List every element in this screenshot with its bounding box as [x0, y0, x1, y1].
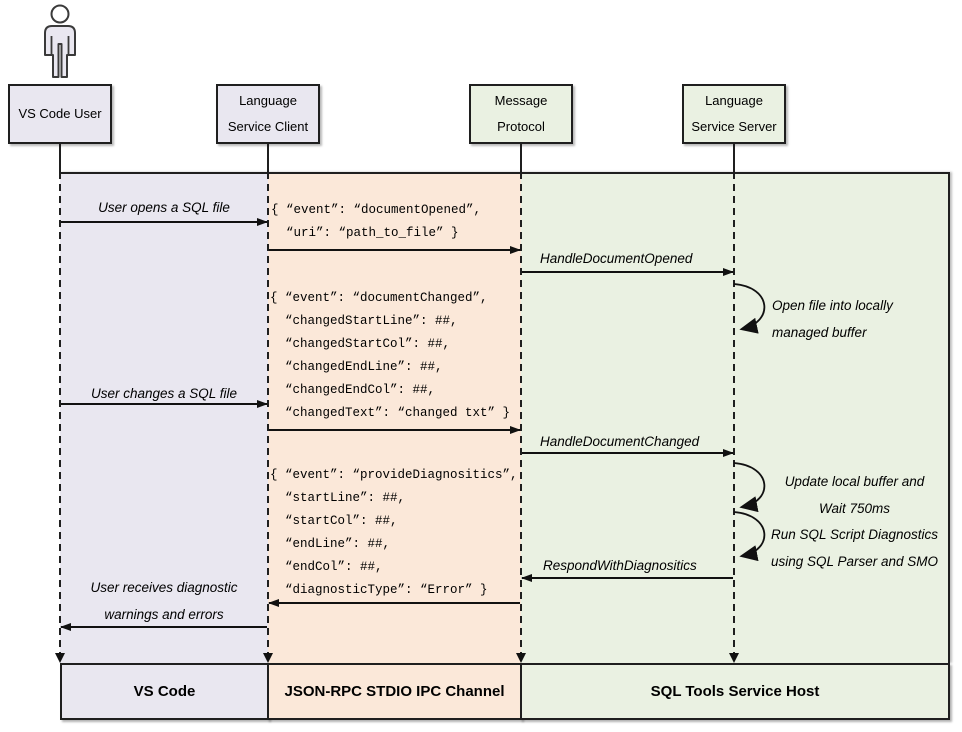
arrow-user-changes-file: [61, 400, 268, 408]
label-user-receives-diagnostics: User receives diagnostic warnings and er…: [70, 574, 258, 628]
arrow-down-protocol-icon: [516, 653, 526, 663]
arrow-down-server-icon: [729, 653, 739, 663]
connector-user: [59, 144, 61, 172]
lane-ipc-channel: [268, 174, 521, 663]
person-icon: [44, 4, 76, 78]
label-update-buffer-note: Update local buffer and Wait 750ms: [762, 468, 947, 522]
json-message-provide-diagnostics: { “event”: “provideDiagnositics”, “start…: [270, 464, 518, 602]
json-line: { “event”: “provideDiagnositics”,: [270, 468, 518, 482]
json-line: “endLine”: ##,: [285, 537, 391, 551]
arrowhead-icon: [268, 599, 279, 607]
json-line: “startCol”: ##,: [285, 514, 398, 528]
note-line: Wait 750ms: [818, 501, 891, 516]
json-line: “uri”: “path_to_file” }: [286, 226, 459, 240]
header-box-vscode-user: VS Code User: [8, 84, 112, 144]
note-line: using SQL Parser and SMO: [770, 554, 939, 569]
arrowhead-icon: [257, 400, 268, 408]
json-line: “changedEndCol”: ##,: [285, 383, 436, 397]
json-line: “changedText”: “changed txt” }: [285, 406, 511, 420]
note-line: Update local buffer and: [784, 474, 925, 489]
header-label: VS Code User: [18, 106, 102, 121]
json-line: { “event”: “documentOpened”,: [271, 203, 482, 217]
json-line: “diagnosticType”: “Error” }: [285, 583, 488, 597]
note-line: warnings and errors: [104, 607, 224, 622]
connector-server: [733, 144, 735, 172]
lifeline-server: [733, 172, 735, 654]
note-line: Open file into locally: [772, 298, 893, 313]
label-run-diagnostics-note: Run SQL Script Diagnostics using SQL Par…: [762, 521, 947, 575]
json-message-document-changed: { “event”: “documentChanged”, “changedSt…: [270, 287, 510, 425]
lane-vscode: [60, 174, 268, 663]
json-line: “startLine”: ##,: [285, 491, 406, 505]
connector-protocol: [520, 144, 522, 172]
label-handle-document-changed: HandleDocumentChanged: [540, 434, 700, 449]
lifeline-client: [267, 172, 269, 654]
arrow-document-changed: [269, 426, 521, 434]
label-user-changes-file: User changes a SQL file: [90, 386, 238, 401]
json-line: “endCol”: ##,: [285, 560, 383, 574]
note-line: Run SQL Script Diagnostics: [770, 527, 939, 542]
json-line: { “event”: “documentChanged”,: [270, 291, 488, 305]
bottom-box-label: VS Code: [133, 683, 196, 700]
bottom-box-vscode: VS Code: [60, 663, 269, 720]
arrowhead-icon: [60, 623, 71, 631]
arrow-handle-document-opened: [522, 268, 734, 276]
json-line: “changedEndLine”: ##,: [285, 360, 443, 374]
arrow-down-user-icon: [55, 653, 65, 663]
label-user-opens-file: User opens a SQL file: [98, 200, 230, 215]
lifeline-user: [59, 172, 61, 654]
header-label: Language: [239, 93, 297, 108]
header-label: Protocol: [497, 119, 545, 134]
note-line: managed buffer: [772, 325, 867, 340]
lifeline-protocol: [520, 172, 522, 654]
header-box-language-service-client: Language Service Client: [216, 84, 320, 144]
header-label: Message: [494, 93, 548, 108]
header-box-language-service-server: Language Service Server: [682, 84, 786, 144]
json-line: “changedStartLine”: ##,: [285, 314, 458, 328]
arrowhead-icon: [723, 449, 734, 457]
bottom-box-ipc-channel: JSON-RPC STDIO IPC Channel: [267, 663, 522, 720]
arrow-document-opened: [269, 246, 521, 254]
arrowhead-icon: [510, 246, 521, 254]
header-box-message-protocol: Message Protocol: [469, 84, 573, 144]
arrowhead-icon: [510, 426, 521, 434]
bottom-box-label: SQL Tools Service Host: [650, 683, 820, 700]
arrow-respond-with-diagnostics: [521, 574, 733, 582]
note-line: User receives diagnostic: [90, 580, 238, 595]
json-message-document-opened: { “event”: “documentOpened”, “uri”: “pat…: [271, 199, 481, 245]
label-respond-with-diagnostics: RespondWithDiagnositics: [543, 558, 697, 573]
label-handle-document-opened: HandleDocumentOpened: [540, 251, 693, 266]
arrow-diagnostics-to-user: [60, 623, 267, 631]
header-label: Service Server: [691, 119, 777, 134]
arrow-user-opens-file: [61, 218, 268, 226]
bottom-box-service-host: SQL Tools Service Host: [520, 663, 950, 720]
label-open-file-note: Open file into locally managed buffer: [772, 292, 942, 346]
arrow-handle-document-changed: [522, 449, 734, 457]
arrowhead-icon: [521, 574, 532, 582]
arrow-diagnostics-to-client: [268, 599, 520, 607]
bottom-box-label: JSON-RPC STDIO IPC Channel: [284, 683, 505, 700]
connector-client: [267, 144, 269, 172]
json-line: “changedStartCol”: ##,: [285, 337, 451, 351]
arrowhead-icon: [723, 268, 734, 276]
arrow-down-client-icon: [263, 653, 273, 663]
arrowhead-icon: [257, 218, 268, 226]
header-label: Service Client: [227, 119, 309, 134]
header-label: Language: [705, 93, 763, 108]
